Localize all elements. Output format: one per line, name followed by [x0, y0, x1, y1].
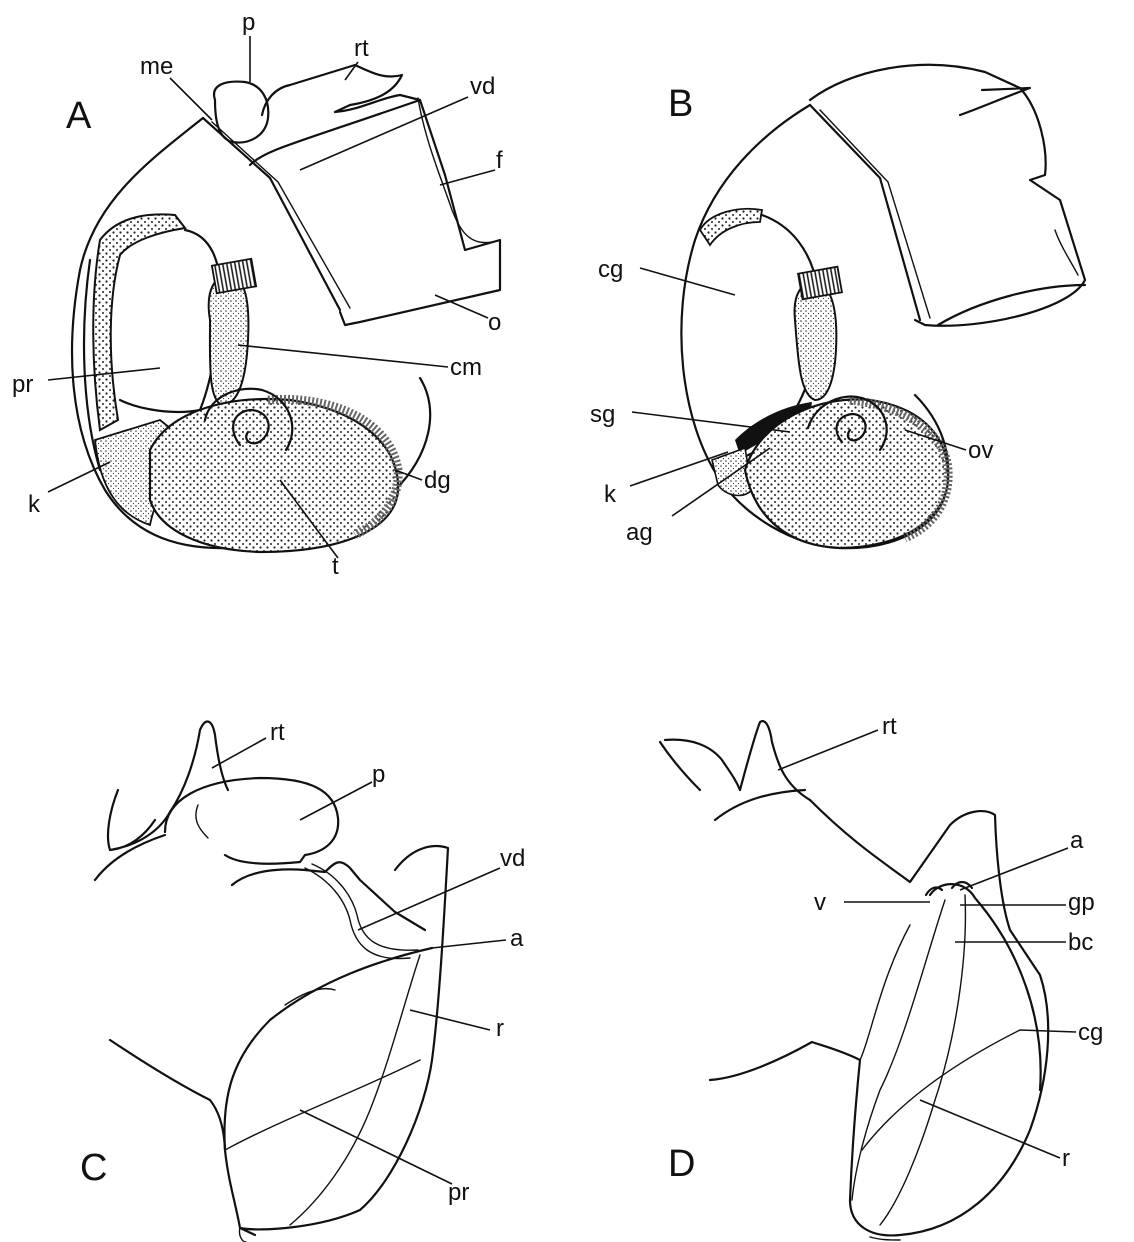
label-p-c: p: [372, 761, 385, 788]
label-a-c: a: [510, 925, 524, 952]
label-r-d: r: [1062, 1145, 1070, 1172]
label-ov: ov: [968, 437, 993, 464]
panel-letter-c: C: [80, 1147, 107, 1189]
label-v: v: [814, 889, 826, 916]
panel-b-drawing: [681, 65, 1085, 548]
panel-letter-b: B: [668, 83, 693, 125]
label-dg: dg: [424, 467, 451, 494]
label-r-c: r: [496, 1015, 504, 1042]
panel-c: C rt p vd a r pr: [80, 719, 525, 1242]
label-ag: ag: [626, 519, 653, 546]
label-rt-c: rt: [270, 719, 285, 746]
label-gp: gp: [1068, 889, 1095, 916]
label-me: me: [140, 53, 173, 80]
label-cg-d: cg: [1078, 1019, 1103, 1046]
label-cm: cm: [450, 354, 482, 381]
label-a-d: a: [1070, 827, 1084, 854]
label-vd: vd: [470, 73, 495, 100]
label-t: t: [332, 553, 339, 580]
label-k-b: k: [604, 481, 617, 508]
label-cg: cg: [598, 256, 623, 283]
label-k: k: [28, 491, 41, 518]
panel-c-leaders: [212, 738, 506, 1184]
label-o: o: [488, 309, 501, 336]
panel-a: A me p rt vd f o cm pr k dg t: [12, 9, 503, 580]
label-bc: bc: [1068, 929, 1093, 956]
panel-letter-a: A: [66, 95, 92, 137]
label-sg: sg: [590, 401, 615, 428]
label-rt-d: rt: [882, 713, 897, 740]
panel-b: B cg sg k ag ov: [590, 65, 1085, 548]
label-pr-c: pr: [448, 1179, 469, 1206]
panel-letter-d: D: [668, 1143, 695, 1185]
panel-d: D rt a v gp bc cg r: [660, 713, 1103, 1240]
label-rt: rt: [354, 35, 369, 62]
label-p: p: [242, 9, 255, 36]
panel-d-drawing: [660, 721, 1048, 1240]
panel-d-leaders: [778, 730, 1076, 1158]
label-pr: pr: [12, 371, 33, 398]
label-vd-c: vd: [500, 845, 525, 872]
panel-c-drawing: [95, 722, 448, 1242]
label-f: f: [496, 147, 503, 174]
